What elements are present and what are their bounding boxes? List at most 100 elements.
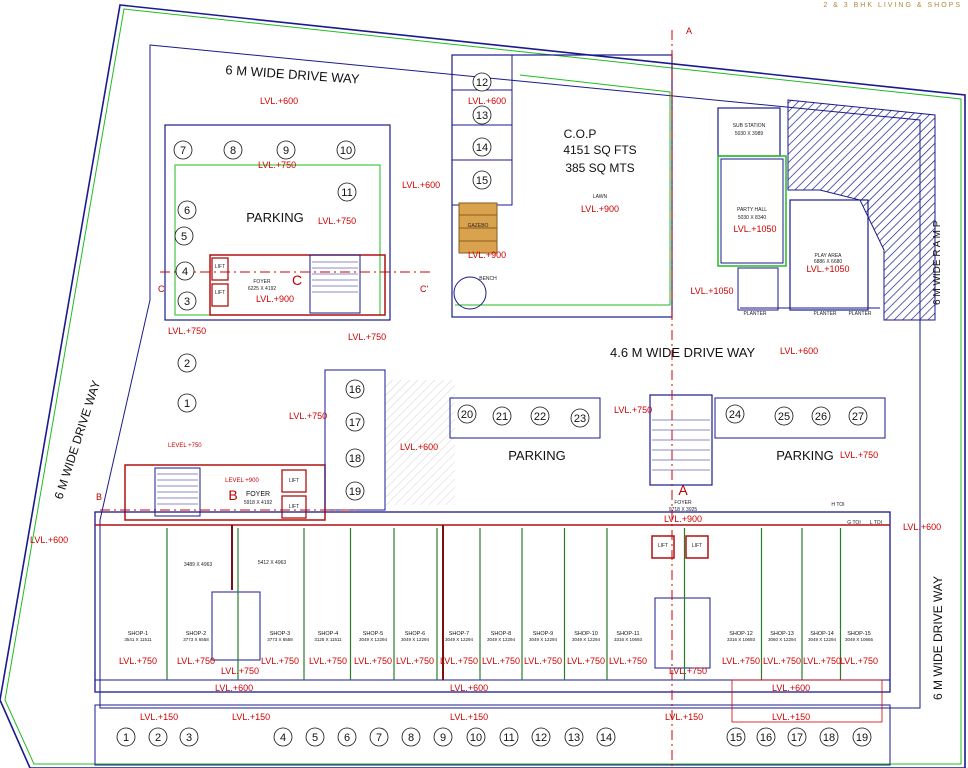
shop-name: SHOP-9 — [533, 631, 553, 637]
shop-level: LVL.+750 — [261, 656, 299, 666]
parking-slot-2: 2 — [148, 727, 168, 747]
parking-slot-24: 24 — [725, 404, 745, 424]
shop-name: SHOP-11 — [616, 631, 639, 637]
lvl-cop-top: LVL.+600 — [468, 96, 506, 106]
parking-slot-25: 25 — [774, 406, 794, 426]
lvl-mid-drive: LVL.+600 — [780, 346, 818, 356]
shop-level: LVL.+750 — [354, 656, 392, 666]
shop-level: LVL.+750 — [309, 656, 347, 666]
cop-sqm: 385 SQ MTS — [565, 161, 634, 175]
site-boundary — [0, 4, 966, 768]
foyer-a-size: 9718 X 3925 — [669, 507, 698, 513]
parking-slot-3: 3 — [179, 727, 199, 747]
parking-number: 22 — [534, 411, 546, 423]
parking-slot-18: 18 — [819, 727, 839, 747]
shop-size: 3049 X 12294 — [572, 637, 601, 642]
cop-sqft: 4151 SQ FTS — [563, 143, 636, 157]
planter-label-3: PLANTER — [848, 311, 871, 317]
tower-c-core — [209, 254, 386, 316]
shop-level: LVL.+750 — [177, 656, 215, 666]
parking-slot-3: 3 — [177, 291, 197, 311]
shop-level: LVL.+750 — [440, 656, 478, 666]
lvl-c-left: LVL.+750 — [168, 326, 206, 336]
parking-slot-11: 11 — [337, 182, 357, 202]
foyer-b-letter: B — [228, 487, 237, 503]
parking-number: 12 — [535, 732, 547, 744]
shop-name: SHOP-5 — [363, 631, 383, 637]
shop-size: 3773 X 6558 — [267, 637, 293, 642]
party-hall-size: 5030 X 8340 — [738, 215, 767, 221]
parking-number: 7 — [180, 145, 186, 157]
foyer-a-name: FOYER — [674, 500, 692, 506]
parking-number: 2 — [155, 732, 161, 744]
party-hall-name: PARTY HALL — [737, 207, 767, 213]
shop-name: SHOP-8 — [491, 631, 511, 637]
shop-level: LVL.+750 — [119, 656, 157, 666]
shop-level: LVL.+750 — [840, 656, 878, 666]
planter-label-2: PLANTER — [813, 311, 836, 317]
shop-stair-b — [654, 597, 711, 669]
shop-size: 3316 X 10693 — [727, 637, 756, 642]
parking-number: 5 — [181, 231, 187, 243]
parking-number: 15 — [730, 732, 742, 744]
parking-label-c: PARKING — [246, 210, 304, 225]
lvl-c-9: LVL.+750 — [258, 160, 296, 170]
parking-slot-6: 6 — [177, 200, 197, 220]
lvl-hatch: LVL.+600 — [400, 442, 438, 452]
tower-c-block — [164, 124, 391, 321]
shop-level: LVL.+750 — [396, 656, 434, 666]
bench-label: BENCH — [479, 276, 497, 282]
shop-name: SHOP-7 — [449, 631, 469, 637]
shop-size: 3049 X 10665 — [845, 637, 874, 642]
lift-label-b2: LIFT — [289, 504, 299, 510]
parking-slot-16: 16 — [345, 379, 365, 399]
parking-slot-14: 14 — [472, 137, 492, 157]
shop-name: SHOP-13 — [770, 631, 794, 637]
shop-name: SHOP-14 — [810, 631, 834, 637]
planter-label-1: PLANTER — [743, 311, 766, 317]
section-mark-a: A — [686, 26, 692, 36]
parking-slot-21: 21 — [492, 406, 512, 426]
extra-dim-1: 3489 X 4963 — [184, 562, 213, 568]
lvl-north: LVL.+600 — [260, 96, 298, 106]
section-mark-c-prime: C' — [420, 284, 428, 294]
parking-number: 12 — [476, 77, 488, 89]
shop-level: LVL.+750 — [482, 656, 520, 666]
shop-size: 3541 X 11511 — [124, 637, 152, 642]
play-area-level: LVL.+1050 — [806, 264, 849, 274]
ramp-area — [787, 99, 936, 321]
party-stair — [737, 267, 779, 311]
parking-number: 23 — [574, 413, 586, 425]
parking-number: 10 — [470, 732, 482, 744]
parking-slot-10: 10 — [336, 140, 356, 160]
shop-level: LVL.+750 — [609, 656, 647, 666]
parking-number: 7 — [376, 732, 382, 744]
site-boundary-green — [4, 8, 962, 765]
parking-number: 1 — [184, 398, 190, 410]
parking-number: 21 — [496, 411, 508, 423]
foyer-c-size: 6225 X 4192 — [248, 286, 277, 292]
foyer-b-size: 5918 X 4192 — [244, 500, 273, 506]
parking-slot-15: 15 — [472, 170, 492, 190]
stair-level: LVL.+1050 — [690, 286, 733, 296]
foyer-a-level: LVL.+900 — [664, 514, 702, 524]
parking-slot-5: 5 — [174, 226, 194, 246]
parking-slot-1: 1 — [116, 727, 136, 747]
shop-name: SHOP-10 — [574, 631, 598, 637]
lvl-bottom-3: LVL.+600 — [772, 683, 810, 693]
tower-c-stair — [309, 254, 361, 314]
parking-number: 20 — [461, 409, 473, 421]
parking-number: 16 — [760, 732, 772, 744]
shop-level: LVL.+750 — [567, 656, 605, 666]
shop-stair — [211, 591, 261, 661]
parking-slot-13: 13 — [472, 105, 492, 125]
lift-label-a2: LIFT — [692, 543, 702, 549]
lift-label-b1: LIFT — [289, 478, 299, 484]
